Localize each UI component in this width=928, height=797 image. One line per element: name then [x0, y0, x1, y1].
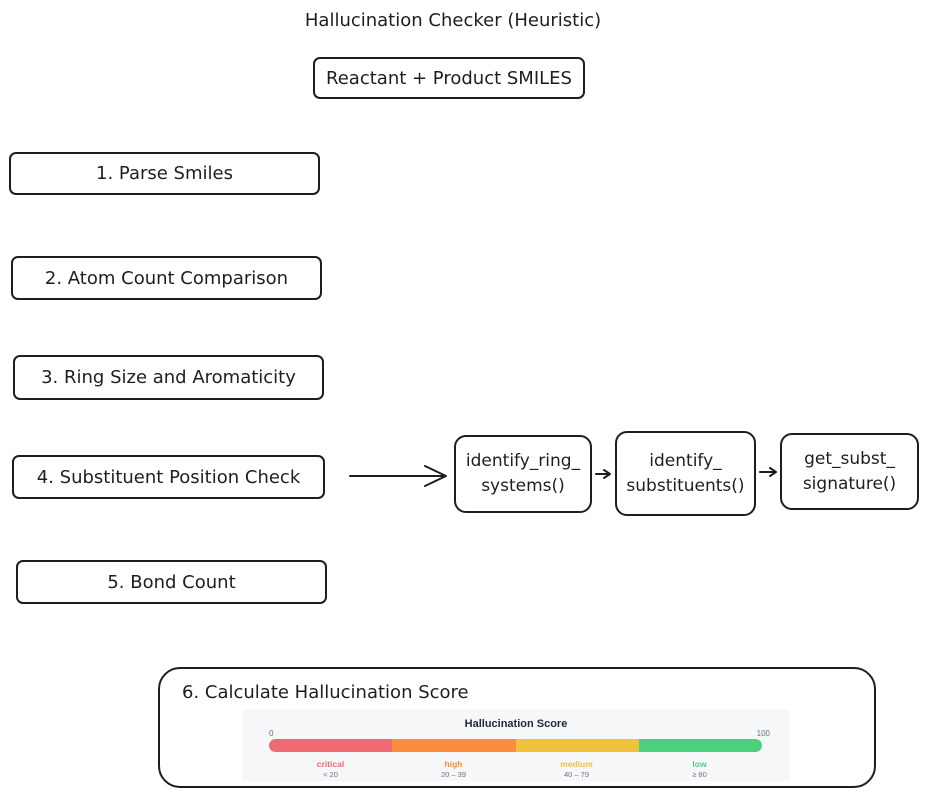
gauge-title: Hallucination Score: [464, 718, 568, 730]
gauge-min-label: 0: [269, 729, 274, 738]
step-substituent-position: 4. Substituent Position Check: [12, 455, 325, 499]
band-medium-segment: [515, 739, 639, 752]
arrow-substituents-to-signature: [759, 467, 777, 477]
band-medium-label: medium: [560, 759, 593, 769]
step-parse-smiles: 1. Parse Smiles: [9, 152, 320, 195]
fn-identify-ring-systems: identify_ring_ systems(): [454, 435, 592, 513]
diagram-title: Hallucination Checker (Heuristic): [304, 10, 602, 31]
band-critical-label: critical: [316, 759, 345, 769]
step-ring-size: 3. Ring Size and Aromaticity: [13, 355, 324, 400]
band-high-segment: [392, 739, 516, 752]
hallucination-score-gauge: Hallucination Score 0 100 critical high …: [242, 709, 790, 781]
band-high-range: 20 – 39: [440, 770, 467, 779]
band-low-range: ≥ 80: [692, 770, 707, 779]
band-high-label: high: [444, 759, 463, 769]
gauge-max-label: 100: [756, 729, 770, 738]
score-section-box: 6. Calculate Hallucination Score Halluci…: [158, 667, 876, 788]
band-low-label: low: [692, 759, 707, 769]
input-smiles-box: Reactant + Product SMILES: [313, 57, 585, 99]
band-critical-segment: [269, 739, 393, 752]
fn-get-subst-signature: get_subst_ signature(): [780, 433, 919, 510]
band-critical-range: < 20: [323, 770, 338, 779]
step-atom-count: 2. Atom Count Comparison: [11, 256, 322, 300]
fn-identify-substituents: identify_ substituents(): [615, 431, 756, 516]
score-section-label: 6. Calculate Hallucination Score: [182, 682, 469, 703]
arrow-step4-to-ring-systems: [349, 465, 447, 487]
band-medium-range: 40 – 79: [563, 770, 590, 779]
band-low-segment: [638, 739, 762, 752]
step-bond-count: 5. Bond Count: [16, 560, 327, 604]
arrow-ring-to-substituents: [595, 469, 611, 479]
gauge-bar: [269, 739, 762, 752]
